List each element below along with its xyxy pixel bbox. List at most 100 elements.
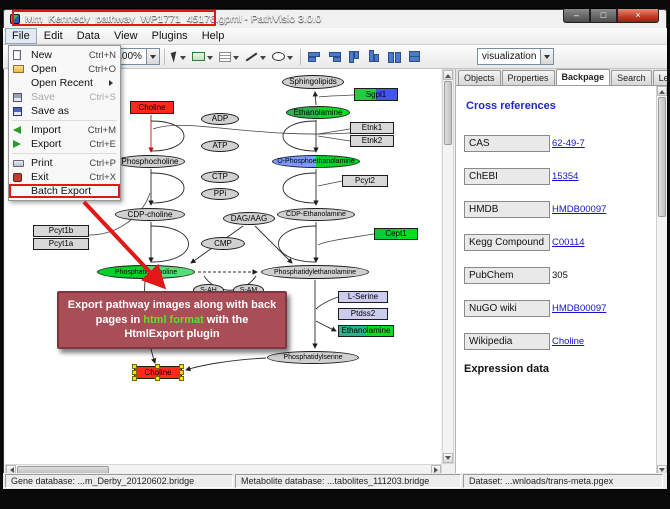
selection-handle[interactable] bbox=[155, 376, 160, 381]
label-tool-icon bbox=[218, 51, 231, 62]
pathway-node-choline[interactable]: Choline bbox=[132, 364, 184, 381]
scroll-up-icon[interactable] bbox=[657, 86, 667, 96]
menu-data[interactable]: Data bbox=[76, 30, 100, 42]
tab-legend[interactable]: Legend bbox=[652, 70, 667, 85]
vertical-scroll-thumb[interactable] bbox=[444, 81, 452, 145]
menu-edit[interactable]: Edit bbox=[43, 30, 63, 42]
center-horizontal-button[interactable] bbox=[385, 47, 405, 66]
reference-value-hmdb[interactable]: HMDB00097 bbox=[552, 204, 607, 215]
pathway-node-sgpl1[interactable]: Sgpl1 bbox=[354, 88, 398, 101]
menu-item-batch-export[interactable]: Batch Export bbox=[9, 184, 120, 198]
pathway-node-etnk1[interactable]: Etnk1 bbox=[350, 122, 394, 134]
selection-handle[interactable] bbox=[132, 376, 137, 381]
pathway-node-phosphatidylethanolamine[interactable]: Phosphatidylethanolamine bbox=[261, 265, 369, 279]
menu-plugins[interactable]: Plugins bbox=[151, 30, 188, 42]
pathway-node-ctp[interactable]: CTP bbox=[201, 171, 239, 183]
shape-tool-button[interactable] bbox=[269, 47, 296, 66]
align-bottom-icon bbox=[367, 50, 382, 63]
menu-item-save-as[interactable]: Save as bbox=[9, 104, 120, 118]
pathway-node-cmp[interactable]: CMP bbox=[201, 237, 245, 250]
center-vertical-button[interactable] bbox=[405, 47, 425, 66]
pathway-node-pcyt2[interactable]: Pcyt2 bbox=[342, 175, 388, 187]
tab-properties[interactable]: Properties bbox=[501, 70, 555, 85]
label-tool-button[interactable] bbox=[216, 47, 242, 66]
minimize-button[interactable]: – bbox=[563, 9, 590, 23]
menu-item-open-recent[interactable]: Open Recent bbox=[9, 76, 120, 90]
pathway-node-choline[interactable]: Choline bbox=[130, 101, 174, 114]
pathway-node-cdp-ethanolamine[interactable]: CDP-Ethanolamine bbox=[277, 208, 355, 221]
combo-arrow-icon[interactable] bbox=[145, 49, 159, 64]
menu-item-label: New bbox=[31, 49, 53, 61]
panel-scrollbar[interactable] bbox=[656, 86, 667, 475]
menu-item-label: Batch Export bbox=[31, 185, 92, 197]
tab-objects[interactable]: Objects bbox=[458, 70, 501, 85]
pathway-node-ppi[interactable]: PPi bbox=[201, 188, 239, 200]
pointer-tool-button[interactable] bbox=[169, 47, 189, 66]
cross-references-heading: Cross references bbox=[466, 100, 556, 112]
reference-value-kegg-compound[interactable]: C00114 bbox=[552, 237, 585, 248]
pathway-node-phosphatidylserine[interactable]: Phosphatidylserine bbox=[267, 351, 359, 364]
selection-handle[interactable] bbox=[132, 364, 137, 369]
reference-value-chebi[interactable]: 15354 bbox=[552, 171, 579, 182]
align-left-icon bbox=[307, 50, 322, 63]
pathway-node-pcyt1b[interactable]: Pcyt1b bbox=[33, 225, 89, 237]
selection-handle[interactable] bbox=[155, 364, 160, 369]
gene-product-tool-button[interactable] bbox=[189, 47, 216, 66]
selection-handle[interactable] bbox=[179, 369, 184, 375]
pathway-node-etnk2[interactable]: Etnk2 bbox=[350, 135, 394, 147]
pathway-node-cept1[interactable]: Cept1 bbox=[374, 228, 418, 240]
scroll-down-icon[interactable] bbox=[443, 453, 453, 463]
title-bar[interactable]: Mm_Kennedy_pathway_WP1771_45176.gpml - P… bbox=[3, 9, 667, 28]
menu-view[interactable]: View bbox=[113, 30, 138, 42]
menu-file[interactable]: File bbox=[5, 28, 37, 44]
align-bottom-button[interactable] bbox=[365, 47, 385, 66]
reference-value-cas[interactable]: 62-49-7 bbox=[552, 138, 585, 149]
align-right-button[interactable] bbox=[325, 47, 345, 66]
canvas-vertical-scrollbar[interactable] bbox=[442, 69, 454, 464]
zoom-combo[interactable]: 100% bbox=[111, 48, 160, 65]
dropdown-arrow-icon bbox=[232, 56, 239, 63]
pathway-node-phosphocholine[interactable]: Phosphocholine bbox=[115, 155, 185, 168]
pathway-node-ethanolamine[interactable]: Ethanolamine bbox=[338, 325, 394, 337]
align-top-button[interactable] bbox=[345, 47, 365, 66]
panel-scroll-thumb[interactable] bbox=[658, 97, 666, 217]
menu-item-label: Save bbox=[31, 91, 55, 103]
scroll-up-icon[interactable] bbox=[443, 70, 453, 80]
pathway-node-l-serine[interactable]: L-Serine bbox=[338, 291, 388, 303]
maximize-button[interactable]: □ bbox=[590, 9, 617, 23]
pathway-node-o-phosphoethanolamine[interactable]: O-Phosphoethanolamine bbox=[272, 155, 360, 168]
pathway-node-phosphatidylcholine[interactable]: Phosphatidylcholine bbox=[97, 265, 195, 279]
combo-arrow-icon[interactable] bbox=[540, 49, 554, 64]
reference-value-wikipedia[interactable]: Choline bbox=[552, 336, 585, 347]
align-right-icon bbox=[327, 50, 342, 63]
status-segment: Dataset: ...wnloads/trans-meta.pgex bbox=[463, 474, 663, 488]
close-button[interactable]: × bbox=[617, 9, 659, 23]
selection-handle[interactable] bbox=[179, 364, 184, 369]
tab-backpage[interactable]: Backpage bbox=[555, 69, 611, 85]
align-left-button[interactable] bbox=[305, 47, 325, 66]
pathway-node-ptdss2[interactable]: Ptdss2 bbox=[338, 308, 388, 320]
pathway-node-atp[interactable]: ATP bbox=[201, 140, 239, 152]
line-tool-button[interactable] bbox=[242, 47, 269, 66]
visualization-combo[interactable]: visualization bbox=[476, 48, 555, 65]
pathway-node-cdp-choline[interactable]: CDP-choline bbox=[115, 208, 185, 221]
reference-value-nugo-wiki[interactable]: HMDB00097 bbox=[552, 303, 607, 314]
selection-handle[interactable] bbox=[179, 376, 184, 381]
pathway-node-dag-aag[interactable]: DAG/AAG bbox=[223, 212, 275, 225]
pathway-node-sphingolipids[interactable]: Sphingolipids bbox=[282, 75, 344, 89]
pathway-node-pcyt1a[interactable]: Pcyt1a bbox=[33, 238, 89, 250]
pathway-node-ethanolamine[interactable]: Ethanolamine bbox=[286, 106, 350, 119]
pathway-node-adp[interactable]: ADP bbox=[201, 113, 239, 125]
tab-search[interactable]: Search bbox=[611, 70, 652, 85]
selection-handle[interactable] bbox=[132, 369, 137, 375]
menu-help[interactable]: Help bbox=[201, 30, 225, 42]
